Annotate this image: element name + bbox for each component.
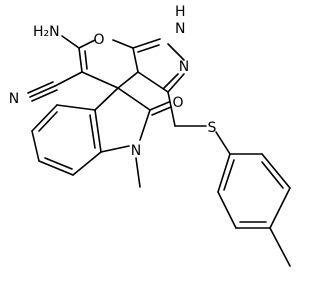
bond-n-methyl [135, 157, 141, 188]
bond-tol-methyl [269, 227, 291, 267]
pyrazole-n1-label: N [175, 21, 185, 37]
bond-tol-double-1 [261, 161, 284, 189]
bond-ar-double-1 [38, 111, 58, 132]
molecule-structure: H₂N O H N N N O N S [9, 4, 291, 267]
bond-c3-c3a [137, 71, 169, 93]
bond-ar-3 [31, 130, 40, 162]
bond-cn-triple-3 [31, 89, 58, 102]
bond-c3a-spiro [117, 71, 139, 89]
bond-n2-c3-double [163, 73, 179, 89]
bond-ar-double-2 [44, 157, 73, 170]
bond-tol-double-3 [223, 159, 235, 191]
pyrazole-n2-label: N [179, 59, 189, 75]
bond-tol-5 [217, 191, 237, 229]
bond-o-c7a [112, 39, 134, 49]
bond-ar-5 [72, 151, 102, 176]
bond-c5-cn [54, 71, 83, 87]
bond-c7a-c3a [132, 47, 139, 73]
bond-spiro-c2 [117, 87, 151, 111]
bond-cn-triple-2 [27, 81, 54, 94]
bond-c7a-n1 [132, 38, 161, 49]
bond-ar-double-3 [89, 114, 96, 149]
amino-label: H₂N [33, 24, 60, 40]
bond-ar-6 [94, 109, 102, 153]
bond-c2-n [139, 109, 151, 141]
bond-c7a-n1-double [137, 44, 160, 53]
bond-n1-n2 [167, 43, 185, 61]
bond-ar-2 [31, 104, 58, 132]
bond-ar-1 [56, 104, 96, 111]
bond-tol-3 [269, 187, 291, 229]
bond-tol-2 [261, 153, 291, 189]
bond-n-c7a [100, 145, 130, 153]
thioether-s-label: S [208, 120, 217, 136]
bond-c3-ch2 [167, 91, 176, 127]
pyrazole-nh-h-label: H [175, 4, 186, 20]
bond-c5-c6 [78, 47, 83, 73]
bond-s-aryl [215, 131, 231, 155]
bond-c2-carbonyl [149, 101, 170, 111]
bond-cn-triple-1 [29, 85, 56, 98]
bond-n2-c3 [167, 73, 185, 93]
bond-c6-nh2 [61, 35, 80, 49]
bond-spiro-c3a [94, 87, 119, 111]
bond-c5-c6-double [84, 50, 88, 70]
bond-spiro-c5 [81, 71, 119, 89]
bond-ar-4 [38, 160, 74, 176]
bond-tol-6 [217, 153, 231, 193]
carbonyl-o-label: O [172, 95, 183, 111]
oxindole-n-label: N [131, 143, 141, 159]
bond-c6-o [78, 39, 96, 49]
nitrile-n-label: N [9, 91, 19, 107]
pyran-oxygen-label: O [93, 32, 104, 48]
bond-c2-carbonyl-double [151, 106, 172, 116]
